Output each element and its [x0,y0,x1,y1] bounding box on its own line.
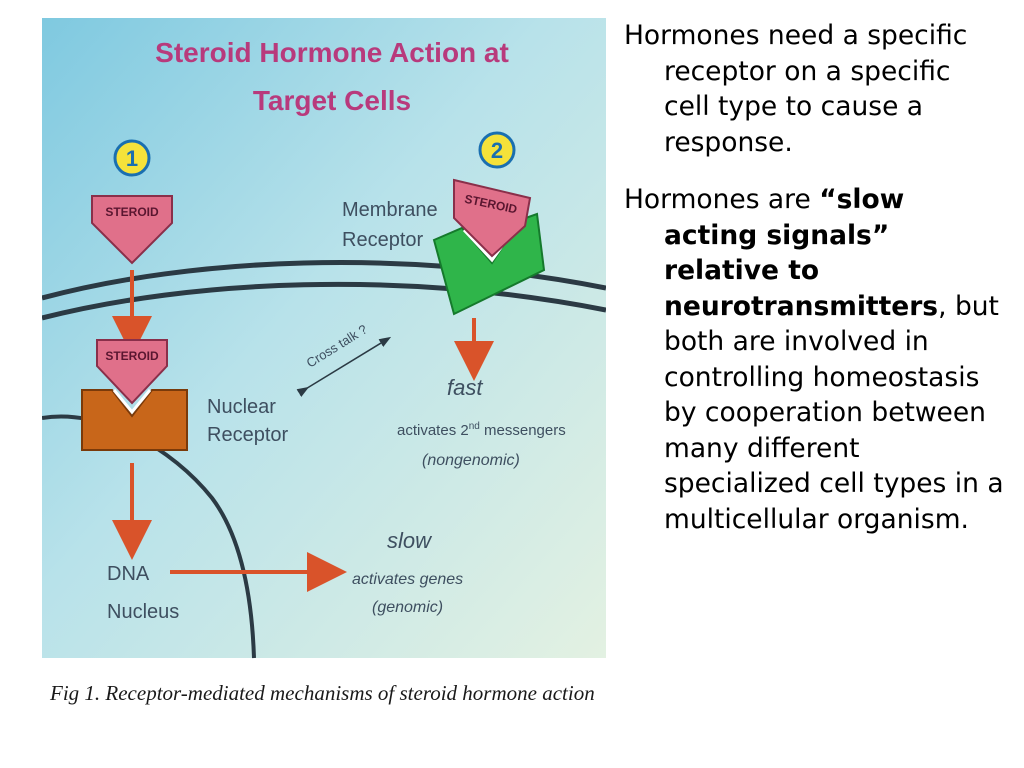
fast-desc: activates 2nd messengers [397,421,566,439]
badge-2-label: 2 [491,138,503,163]
paragraph-slow-acting: Hormones are “slow acting signals” relat… [624,182,1004,537]
figure-caption: Fig 1. Receptor-mediated mechanisms of s… [49,681,595,705]
nongenomic-label: (nongenomic) [422,452,520,469]
nuclear-receptor-label-2: Receptor [207,424,288,446]
para2-bold: “slow acting signals” relative to neurot… [664,184,939,322]
dna-label: DNA [107,563,150,585]
figure-title-line-2: Target Cells [253,85,411,116]
para2-suffix: , but both are involved in controlling h… [664,290,1004,535]
membrane-receptor-label-2: Receptor [342,229,423,251]
steroid-tag-1: STEROID [105,205,159,219]
steroid-molecule-nuclear: STEROID [96,339,168,405]
badge-1-label: 1 [126,146,138,171]
nuclear-receptor-shape [81,389,188,451]
badge-2-circle [478,131,516,169]
steroid-tag-nuclear: STEROID [105,349,159,363]
steroid-hormone-figure: Steroid Hormone Action at Target Cells 1… [42,18,606,730]
slow-label: slow [387,528,433,553]
cross-talk-arrow [296,336,392,397]
text-panel: Hormones need a specific receptor on a s… [624,18,1004,559]
steroid-molecule-1: STEROID [91,195,173,265]
nuclear-receptor-label-1: Nuclear [207,396,276,418]
fast-label: fast [447,375,483,400]
cell-membrane-inner [42,281,606,321]
nucleus-label: Nucleus [107,601,179,623]
membrane-receptor-label-1: Membrane [342,199,438,221]
para2-prefix: Hormones are [624,184,820,215]
genomic-label: (genomic) [372,599,443,616]
steroid-molecule-membrane: STEROID [453,178,532,258]
badge-1-circle [113,139,151,177]
figure-title-line-1: Steroid Hormone Action at [155,37,509,68]
slow-desc: activates genes [352,571,463,588]
paragraph-receptor: Hormones need a specific receptor on a s… [624,20,968,158]
